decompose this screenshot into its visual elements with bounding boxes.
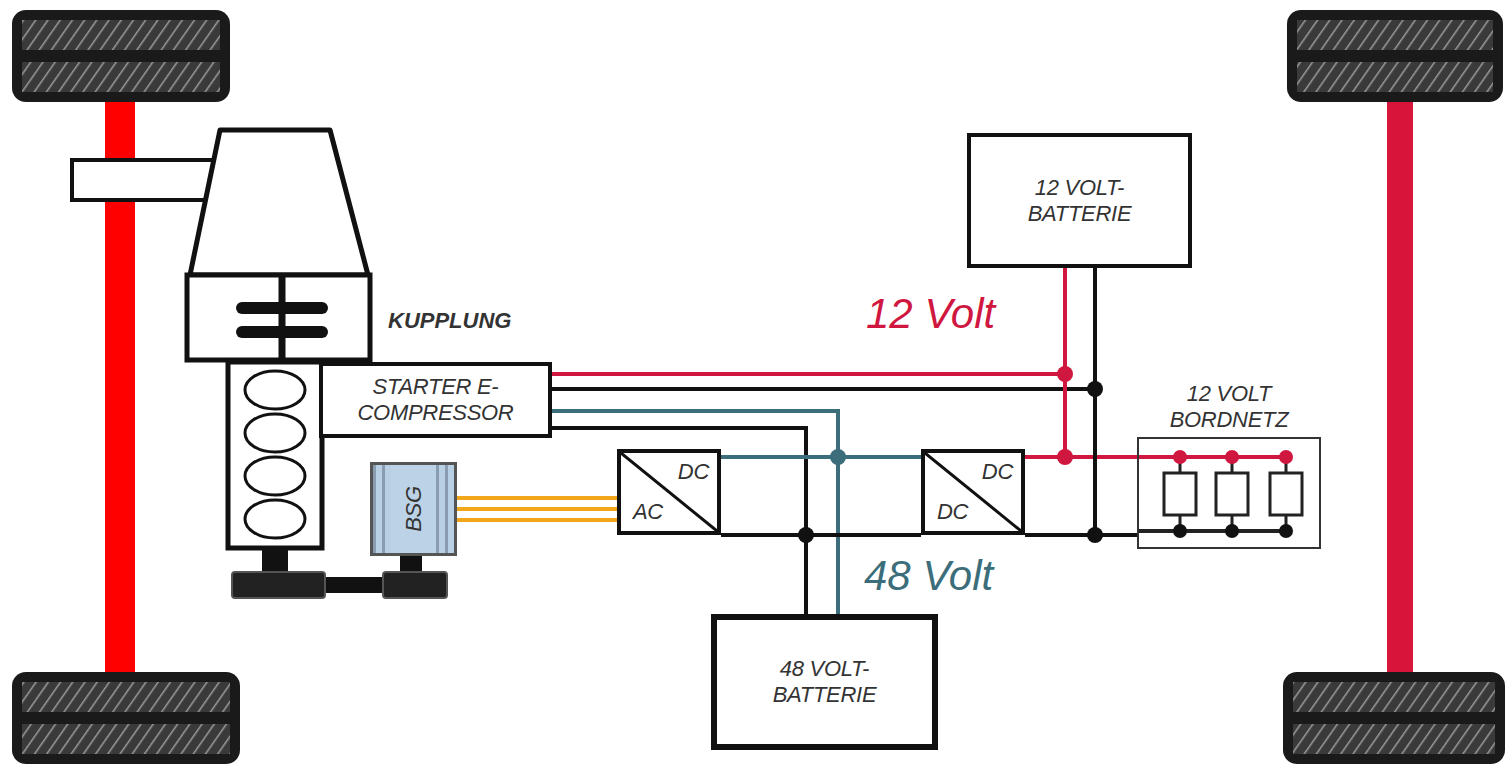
wire-stroke — [552, 268, 1095, 389]
wire — [552, 268, 1065, 374]
node-text: 48 VOLT- BATTERIE — [750, 656, 900, 708]
wire-stroke — [457, 496, 617, 500]
wire — [457, 498, 617, 520]
node-text: 12 VOLT BORDNETZ — [1149, 381, 1309, 433]
wheel — [1283, 672, 1505, 764]
converter-box: DC AC — [617, 449, 721, 535]
clutch-plate — [236, 326, 328, 338]
crank-stem — [262, 548, 288, 574]
engine-block — [228, 362, 322, 548]
consumer-loads — [1139, 457, 1302, 531]
junction-dot — [830, 449, 846, 465]
wire-stroke — [457, 507, 617, 511]
onboard-network: 12 VOLT BORDNETZ — [1137, 437, 1321, 549]
converter-box: DC DC — [921, 449, 1025, 535]
clutch-shaft — [279, 277, 286, 360]
node-text: DC — [982, 459, 1013, 485]
cylinder — [245, 457, 305, 495]
wire — [1025, 268, 1095, 535]
node-text: BSG — [401, 486, 427, 532]
battery-box: 48 VOLT- BATTERIE — [711, 614, 938, 750]
generator-box: BSG — [370, 462, 457, 556]
rear-axle — [1387, 95, 1413, 675]
wire — [1025, 457, 1137, 458]
wire — [1025, 268, 1065, 457]
battery-box: 12 VOLT- BATTERIE — [967, 133, 1192, 268]
wheel — [12, 672, 240, 764]
wire-stroke — [1025, 533, 1137, 537]
wire — [1025, 535, 1137, 536]
wheel — [1287, 10, 1503, 102]
wire-stroke — [457, 518, 617, 522]
voltage-label: 12 Volt — [866, 290, 995, 338]
wire — [721, 535, 806, 614]
crank-pulley — [232, 572, 325, 598]
node-text: 12 VOLT- BATTERIE — [1005, 175, 1155, 227]
output-shaft — [72, 160, 222, 200]
node-text: STARTER E-COMPRESSOR — [328, 374, 543, 426]
wire-stroke — [1025, 268, 1095, 535]
wire-stroke — [1025, 455, 1137, 459]
cylinder — [245, 500, 305, 538]
wire-stroke — [721, 535, 806, 614]
clutch-plate — [236, 302, 328, 314]
bsg-pulley — [383, 572, 447, 598]
wire-stroke — [552, 268, 1065, 374]
cylinder — [245, 414, 305, 452]
wire-stroke — [721, 533, 921, 537]
gearbox — [190, 130, 368, 275]
clutch-housing — [187, 275, 370, 360]
wire-stroke — [1025, 268, 1065, 457]
node-text: DC — [678, 459, 709, 485]
node-text: AC — [633, 499, 663, 525]
wire-stroke — [552, 411, 838, 614]
wire — [552, 268, 1095, 389]
part-label: KUPPLUNG — [388, 308, 511, 334]
wire — [721, 535, 921, 536]
node-text: DC — [937, 499, 968, 525]
starter-box: STARTER E-COMPRESSOR — [319, 362, 552, 438]
wheel — [12, 10, 230, 102]
voltage-label: 48 Volt — [864, 552, 993, 600]
wire — [552, 411, 838, 614]
cylinder — [245, 371, 305, 409]
